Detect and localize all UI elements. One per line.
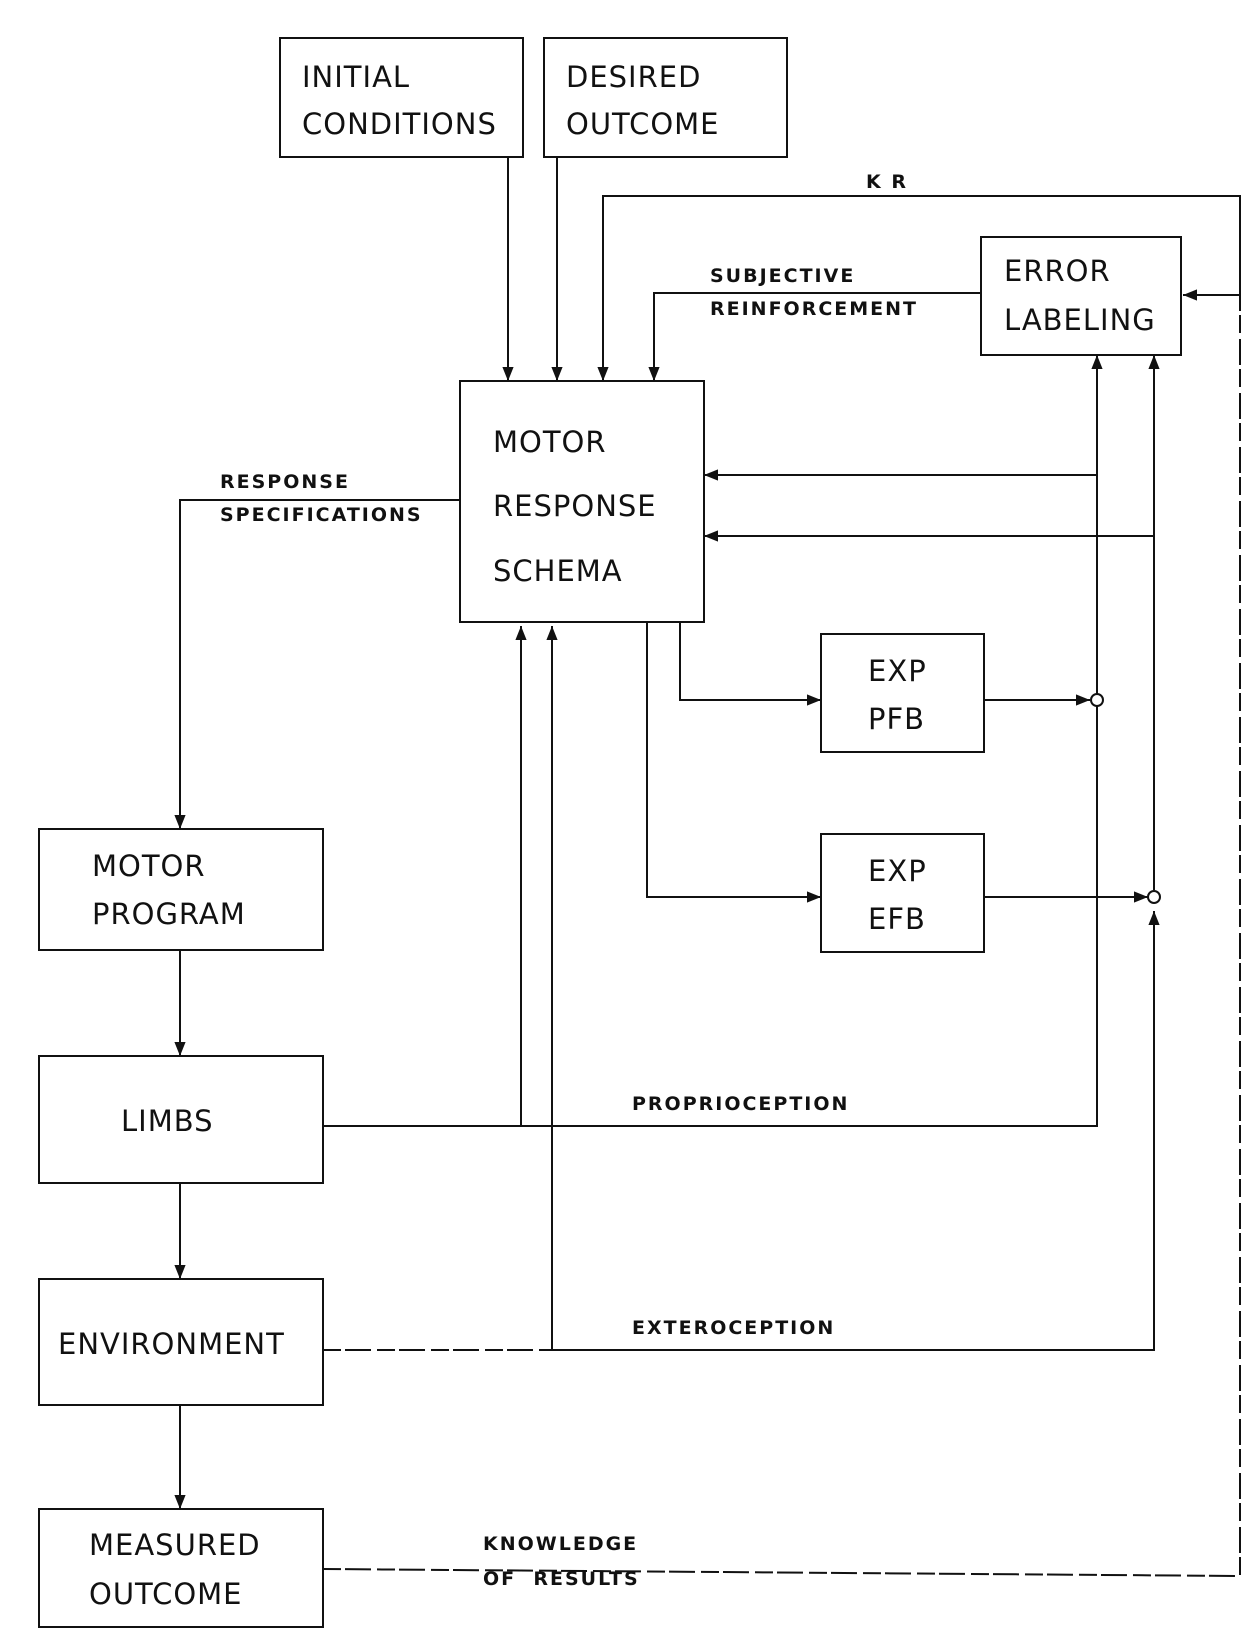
box-limbs: LIMBS: [38, 1055, 324, 1184]
box-error-labeling: ERROR LABELING: [980, 236, 1182, 356]
exp-pfb-line-2: PFB: [868, 702, 925, 736]
comparator-proprioception: [1090, 693, 1104, 707]
line-labels: K R SUBJECTIVE REINFORCEMENT RESPONSE SP…: [220, 171, 918, 1590]
line-knowledge-of-results: [322, 300, 1241, 1578]
initial-conditions-line-2: CONDITIONS: [302, 107, 497, 141]
desired-outcome-line-2: OUTCOME: [566, 107, 720, 141]
arrow-response-specifications: [174, 499, 460, 829]
box-initial-conditions: INITIAL CONDITIONS: [279, 37, 524, 158]
arrow-schema-to-exp-pfb: [679, 622, 821, 706]
motor-program-line-1: MOTOR: [92, 849, 206, 883]
box-motor-response-schema: MOTOR RESPONSE SCHEMA: [459, 380, 705, 623]
comparator-exteroception: [1147, 890, 1161, 904]
box-exp-pfb: EXP PFB: [820, 633, 985, 753]
exp-efb-line-2: EFB: [868, 902, 926, 936]
box-motor-program: MOTOR PROGRAM: [38, 828, 324, 951]
exp-efb-line-1: EXP: [868, 854, 927, 888]
arrow-subjective-reinforcement: [648, 292, 981, 381]
line-proprioception: [323, 703, 1098, 1127]
box-measured-outcome: MEASURED OUTCOME: [38, 1508, 324, 1628]
label-reinforcement: REINFORCEMENT: [710, 298, 918, 320]
box-exp-efb: EXP EFB: [820, 833, 985, 953]
connectors: [174, 157, 1241, 1578]
box-desired-outcome: DESIRED OUTCOME: [543, 37, 788, 158]
schema-line-2: RESPONSE: [493, 489, 657, 523]
motor-program-line-2: PROGRAM: [92, 897, 246, 931]
label-response: RESPONSE: [220, 471, 350, 493]
label-kr: K R: [866, 171, 908, 193]
arrow-schema-to-exp-efb: [646, 622, 821, 903]
desired-outcome-line-1: DESIRED: [566, 60, 701, 94]
box-environment: ENVIRONMENT: [38, 1278, 324, 1406]
label-knowledge: KNOWLEDGE: [483, 1533, 638, 1555]
label-subjective: SUBJECTIVE: [710, 265, 855, 287]
schema-line-1: MOTOR: [493, 425, 607, 459]
initial-conditions-line-1: INITIAL: [302, 60, 410, 94]
arrow-kr-to-schema: [597, 195, 1241, 381]
label-specifications: SPECIFICATIONS: [220, 504, 423, 526]
limbs-label: LIMBS: [121, 1104, 214, 1138]
schema-line-3: SCHEMA: [493, 554, 623, 588]
label-of-results: OF RESULTS: [483, 1568, 640, 1590]
line-exteroception-right: [552, 911, 1155, 1351]
label-proprioception: PROPRIOCEPTION: [632, 1093, 849, 1115]
exp-pfb-line-1: EXP: [868, 654, 927, 688]
environment-label: ENVIRONMENT: [58, 1327, 285, 1361]
error-labeling-line-2: LABELING: [1004, 303, 1156, 337]
measured-outcome-line-2: OUTCOME: [89, 1577, 243, 1611]
label-exteroception: EXTEROCEPTION: [632, 1317, 835, 1339]
error-labeling-line-1: ERROR: [1004, 254, 1111, 288]
measured-outcome-line-1: MEASURED: [89, 1528, 261, 1562]
